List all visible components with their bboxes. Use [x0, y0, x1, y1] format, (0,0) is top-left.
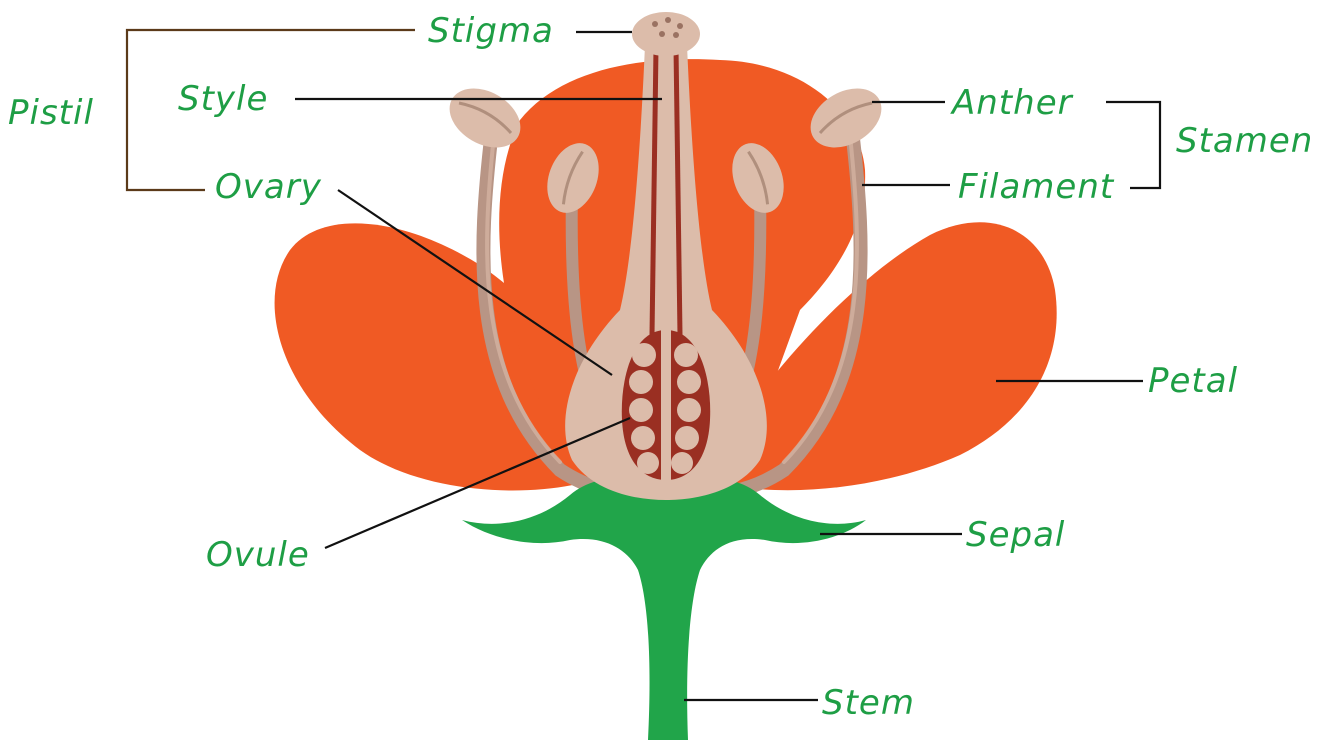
label-pistil: Pistil [8, 93, 94, 133]
ovule [632, 343, 656, 367]
ovule [637, 452, 659, 474]
ovule [629, 398, 653, 422]
ovary-septum [661, 330, 671, 480]
label-sepal: Sepal [966, 515, 1065, 555]
label-stamen: Stamen [1176, 121, 1313, 161]
label-stem: Stem [822, 683, 915, 723]
label-filament: Filament [958, 167, 1115, 207]
label-ovule: Ovule [206, 535, 310, 575]
ovule [671, 452, 693, 474]
ovule [677, 398, 701, 422]
pistil-bracket [127, 30, 415, 190]
label-anther: Anther [950, 83, 1074, 123]
ovule [631, 426, 655, 450]
ovule [677, 370, 701, 394]
stigma-dot [665, 17, 671, 23]
label-style: Style [178, 79, 268, 119]
stigma-dot [659, 31, 665, 37]
stigma-dot [652, 21, 658, 27]
label-stigma: Stigma [428, 11, 554, 51]
label-petal: Petal [1148, 361, 1238, 401]
label-ovary: Ovary [215, 167, 322, 207]
ovule [674, 343, 698, 367]
stigma-dot [677, 23, 683, 29]
ovule [629, 370, 653, 394]
stigma-dot [673, 32, 679, 38]
ovule [675, 426, 699, 450]
